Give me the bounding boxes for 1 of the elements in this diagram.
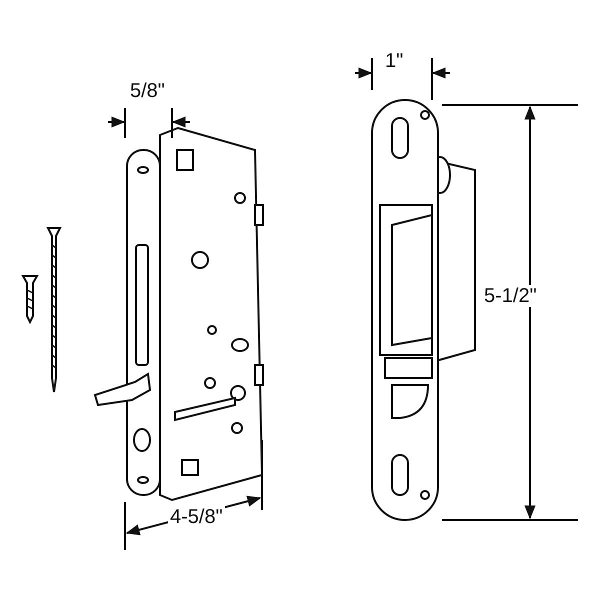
dimension-label: 5-1/2": [482, 285, 539, 307]
